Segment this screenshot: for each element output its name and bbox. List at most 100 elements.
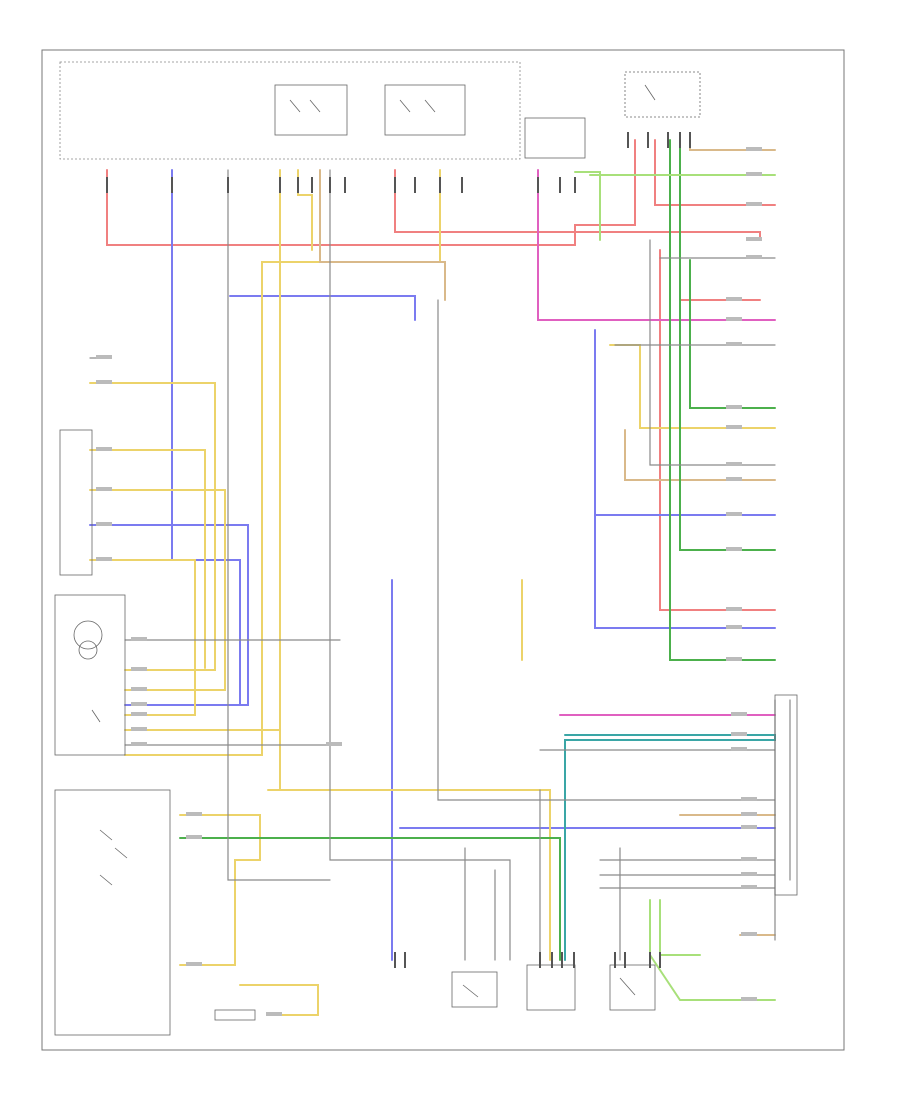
wire-code-tag: [131, 712, 147, 716]
pressure-switch-contact: [462, 984, 479, 998]
wire-gray-3: [437, 299, 776, 801]
wire-code-tag: [726, 607, 742, 611]
fuse-box-right: [524, 117, 586, 159]
wire-yellow-motor: [89, 382, 216, 671]
wire-code-tag: [96, 447, 112, 451]
relay-2-box: [384, 84, 466, 136]
wire-lightgreen-3: [649, 899, 776, 1001]
wire-code-tag: [746, 202, 762, 206]
wire-tan-relay: [319, 169, 446, 301]
ac-compressor-box: [609, 964, 656, 1011]
wire-code-tag: [741, 857, 757, 861]
wire-code-tag: [726, 625, 742, 629]
wire-code-tag: [746, 237, 762, 241]
blower-switch-dial: [73, 620, 103, 650]
relay-1-contact-2: [309, 99, 321, 113]
wire-code-tag: [741, 872, 757, 876]
blower-switch-dial-inner: [78, 640, 98, 660]
fan-motor-box: [526, 964, 576, 1011]
wire-code-tag: [96, 487, 112, 491]
ac-switch-box: [54, 789, 171, 1036]
wire-gray-1: [227, 169, 331, 881]
wire-yellow-fuse: [124, 169, 441, 756]
wire-tan-1: [689, 139, 776, 151]
blower-switch-contact: [91, 709, 101, 723]
ac-switch-contact-1: [99, 829, 113, 841]
wire-code-tag: [131, 727, 147, 731]
wire-code-tag: [726, 317, 742, 321]
wire-yellow-resistor-2: [89, 489, 226, 691]
wire-teal: [564, 734, 776, 961]
wire-code-tag: [96, 557, 112, 561]
wire-group: [89, 139, 791, 1016]
wire-code-tag: [726, 547, 742, 551]
wire-yellow-ac-switch: [179, 814, 261, 966]
wire-blue-top: [229, 295, 416, 321]
wire-blue-right: [594, 329, 776, 629]
cooling-fan-relay-contact: [644, 84, 656, 101]
diagram-frame: [41, 49, 845, 1051]
wire-code-tag: [741, 932, 757, 936]
wire-code-tag: [746, 255, 762, 259]
wire-pink-left: [537, 169, 776, 321]
wire-code-tag: [741, 997, 757, 1001]
wire-code-tag: [741, 885, 757, 889]
wire-green-2: [679, 139, 776, 551]
wire-red-bus: [106, 139, 636, 246]
connector-stub-group: [96, 132, 762, 1016]
top-fuse-relay-box: [59, 61, 521, 160]
wire-code-tag: [726, 425, 742, 429]
wire-green-bottom: [179, 837, 561, 961]
wire-yellow-loop: [239, 984, 319, 1016]
wire-green-1: [669, 139, 776, 661]
wire-code-tag: [726, 512, 742, 516]
wire-code-tag: [96, 355, 112, 359]
wire-code-tag: [186, 962, 202, 966]
wire-code-tag: [726, 405, 742, 409]
wire-code-tag: [131, 667, 147, 671]
wire-lightgreen-top: [574, 171, 601, 241]
wire-red-relay: [394, 169, 761, 241]
ac-switch-contact-2: [114, 847, 128, 859]
wire-tan-2: [624, 429, 776, 481]
wire-gray-2: [329, 169, 511, 961]
wire-green-3: [689, 259, 776, 409]
wire-code-tag: [746, 172, 762, 176]
wire-code-tag: [131, 702, 147, 706]
wire-yellow-resistor-3: [89, 559, 196, 716]
wire-code-tag: [741, 797, 757, 801]
ecm-connector-strip: [774, 694, 798, 896]
wire-code-tag: [726, 297, 742, 301]
wire-yellow-right: [609, 344, 776, 429]
relay-2-contact-2: [424, 99, 436, 113]
ac-switch-contact-3: [99, 874, 113, 886]
wire-code-tag: [726, 342, 742, 346]
wire-code-tag: [131, 687, 147, 691]
wire-gray-7: [649, 239, 776, 466]
wire-yellow-resistor-1: [89, 449, 206, 669]
wire-code-tag: [96, 522, 112, 526]
blower-resistor-box: [59, 429, 93, 576]
wire-code-tag: [186, 835, 202, 839]
wire-lightgreen-2: [659, 899, 701, 956]
wire-code-tag: [731, 712, 747, 716]
cooling-fan-relay-box: [624, 71, 701, 118]
wire-red-right-1: [654, 139, 776, 206]
relay-1-contact: [289, 99, 301, 113]
ignition-fuse: [214, 1009, 256, 1021]
wire-yellow-relay-2: [297, 169, 313, 251]
wire-code-tag: [726, 462, 742, 466]
relay-1-box: [274, 84, 348, 136]
wire-red-right-3: [659, 249, 776, 611]
component-group: [54, 71, 798, 1036]
wire-code-tag: [326, 742, 342, 746]
wire-blue-resistor: [89, 524, 249, 706]
wire-code-tag: [741, 812, 757, 816]
wire-code-tag: [726, 657, 742, 661]
wire-code-tag: [186, 812, 202, 816]
wire-code-tag: [131, 637, 147, 641]
wire-code-tag: [131, 742, 147, 746]
wire-code-tag: [741, 825, 757, 829]
